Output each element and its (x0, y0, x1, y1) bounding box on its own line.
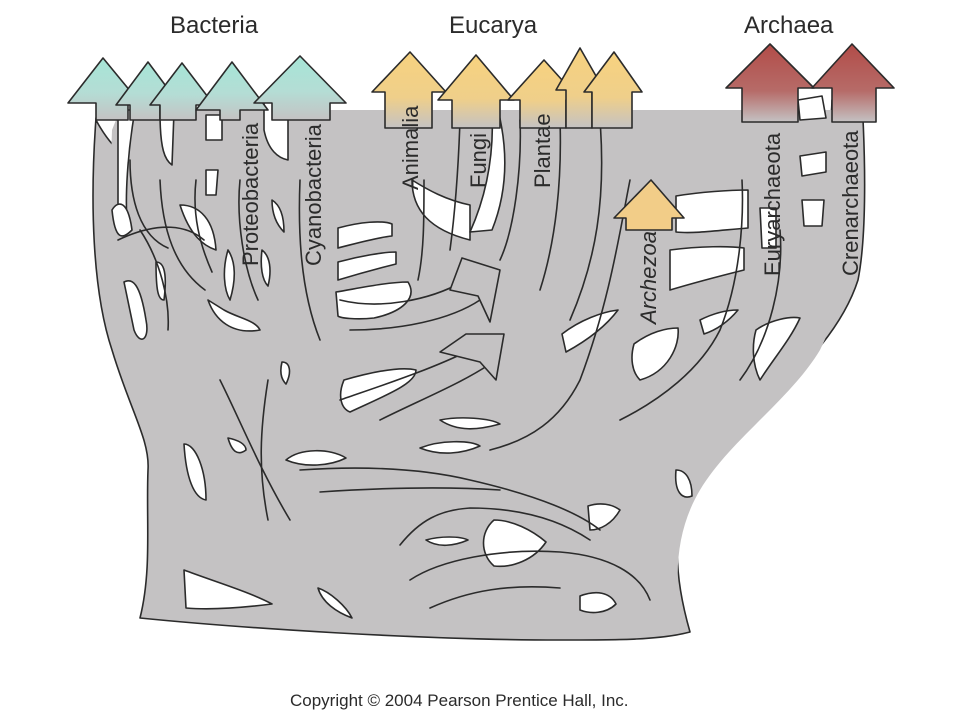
group-label-crenarchaeota: Crenarchaeota (838, 130, 863, 276)
copyright-notice: Copyright © 2004 Pearson Prentice Hall, … (290, 691, 629, 710)
group-label-cyanobacteria: Cyanobacteria (301, 123, 326, 266)
inner-arrows (439, 257, 505, 381)
archaea-arrows (725, 43, 895, 123)
eucarya-arrow-archezoa (613, 179, 685, 231)
group-label-euryarchaeota: Euryarchaeota (760, 132, 785, 276)
domain-label-eucarya: Eucarya (449, 12, 538, 39)
archaea-arrow-crenarchaeota (811, 43, 895, 123)
group-label-fungi: Fungi (466, 133, 491, 188)
domain-label-bacteria: Bacteria (170, 12, 259, 39)
bacteria-arrows (67, 55, 347, 121)
eucarya-arrow-5 (583, 51, 643, 129)
inner-arrow-lower (439, 333, 505, 381)
gaps (111, 95, 827, 619)
bacteria-arrow-5 (253, 55, 347, 121)
group-label-animalia: Animalia (398, 105, 423, 190)
eucarya-arrow-animalia (371, 51, 447, 129)
eucarya-arrow-fungi (437, 54, 515, 129)
group-label-archezoa: Archezoa (636, 231, 661, 326)
archaea-arrow-euryarchaeota (725, 43, 815, 123)
group-label-proteobacteria: Proteobacteria (238, 122, 263, 266)
eucarya-arrows (371, 47, 685, 231)
bacteria-arrow-4 (195, 61, 269, 121)
domain-label-archaea: Archaea (744, 12, 834, 39)
domain-labels: Bacteria Eucarya Archaea (170, 12, 834, 39)
group-labels: Proteobacteria Cyanobacteria Animalia Fu… (238, 105, 863, 326)
group-label-plantae: Plantae (530, 113, 555, 188)
bacteria-arrow-3 (149, 62, 215, 121)
inner-arrow-upper (449, 257, 501, 323)
